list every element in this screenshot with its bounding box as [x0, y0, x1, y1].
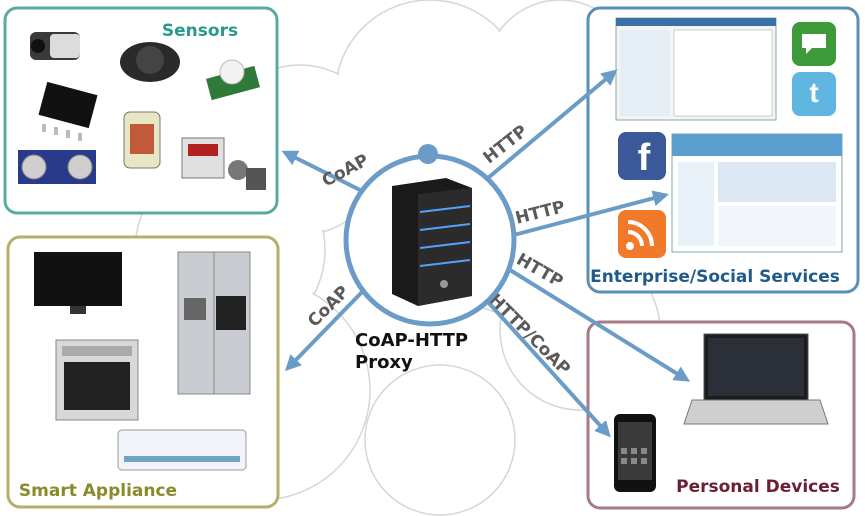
link-to-smartphone — [486, 300, 611, 438]
management-software-screenshot — [615, 17, 777, 121]
oven-icon — [55, 339, 139, 421]
proxy-links — [281, 69, 691, 438]
chat-app-icon — [792, 22, 836, 66]
smart-appliance-title: Smart Appliance — [19, 481, 177, 501]
proxy-label-line1: CoAP-HTTP — [355, 330, 468, 351]
proxy-ring-knob — [418, 144, 438, 164]
link-to-laptop — [508, 268, 691, 382]
ic-chip-icon — [38, 81, 98, 141]
refrigerator-icon — [177, 251, 251, 395]
link-to-web-portal — [508, 190, 669, 238]
svg-text:f: f — [638, 137, 651, 179]
controller-sensor-icon — [181, 137, 266, 190]
link-to-appliance — [284, 288, 366, 372]
connector-sensor-icon — [123, 111, 161, 169]
sensors-panel: Sensors — [3, 6, 279, 215]
rss-icon — [618, 210, 666, 258]
link-to-management-software — [486, 69, 618, 180]
tv-icon — [34, 252, 122, 314]
smartphone-icon — [614, 414, 656, 492]
air-conditioner-icon — [117, 429, 247, 471]
enterprise-panel: Enterprise/Social Services t f — [586, 6, 860, 294]
facebook-icon: f — [618, 132, 666, 180]
personal-devices-title: Personal Devices — [676, 477, 840, 497]
svg-text:t: t — [809, 77, 818, 108]
smart-appliance-panel: Smart Appliance — [6, 235, 280, 509]
proxy-node: CoAP-HTTP Proxy — [343, 144, 517, 373]
ultrasonic-sensor-icon — [18, 150, 96, 184]
server-icon — [392, 178, 472, 306]
twitter-icon: t — [792, 72, 836, 116]
pir-sensor-icon — [206, 59, 260, 101]
personal-devices-panel: Personal Devices — [586, 320, 856, 510]
buzzer-sensor-icon — [120, 42, 180, 82]
enterprise-title: Enterprise/Social Services — [590, 267, 840, 287]
proxy-label-line2: Proxy — [355, 352, 413, 373]
link-to-sensors — [281, 150, 374, 198]
camera-sensor-icon — [30, 32, 80, 60]
sensors-title: Sensors — [162, 21, 238, 41]
web-portal-screenshot — [671, 133, 843, 253]
laptop-icon — [683, 333, 829, 425]
